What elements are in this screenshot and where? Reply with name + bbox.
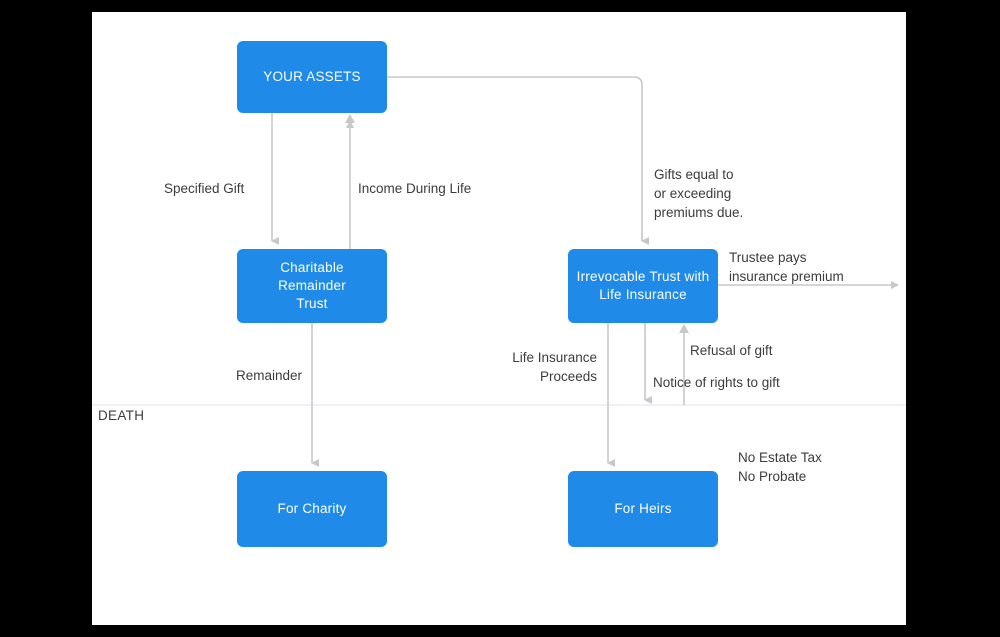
node-your-assets-label: YOUR ASSETS [263,69,361,84]
diagram-panel [92,12,906,625]
node-for-heirs-label: For Heirs [614,501,672,516]
edge-label-trustee-pays-premium: Trustee pays insurance premium [729,250,844,284]
node-irrevocable-trust-life-insurance-label: Irrevocable Trust with Life Insurance [576,269,710,302]
node-for-heirs[interactable]: For Heirs [568,471,718,547]
edge-label-income-during-life: Income During Life [358,181,472,196]
node-charitable-remainder-trust-label: Charitable Remainder Trust [278,260,346,311]
edge-label-gifts-equal-premiums: Gifts equal to or exceeding premiums due… [654,167,744,220]
node-charitable-remainder-trust[interactable]: Charitable Remainder Trust [237,249,387,323]
node-for-charity-label: For Charity [277,501,347,516]
edge-label-notice-of-rights-to-gift: Notice of rights to gift [653,375,780,390]
edge-label-no-estate-tax-no-probate: No Estate Tax No Probate [738,450,822,484]
edge-label-refusal-of-gift: Refusal of gift [690,343,773,358]
node-your-assets[interactable]: YOUR ASSETS [237,41,387,113]
node-irrevocable-trust-life-insurance[interactable]: Irrevocable Trust with Life Insurance [568,249,718,323]
node-for-charity[interactable]: For Charity [237,471,387,547]
edge-label-specified-gift: Specified Gift [164,181,245,196]
edge-label-remainder: Remainder [236,368,303,383]
phase-label-death: DEATH [98,408,145,423]
edge-label-life-insurance-proceeds: Life Insurance Proceeds [512,350,597,384]
